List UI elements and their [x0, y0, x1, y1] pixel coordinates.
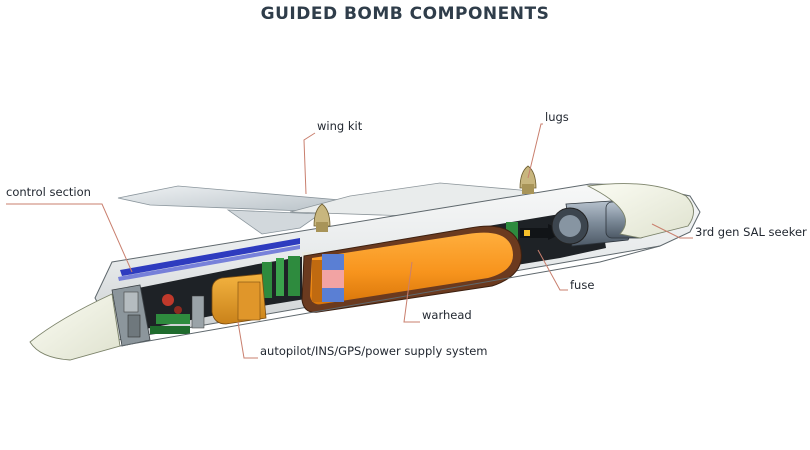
label-fuse: fuse	[570, 278, 594, 292]
tail-cone	[29, 293, 121, 361]
label-autopilot: autopilot/INS/GPS/power supply system	[260, 344, 488, 358]
control-section-assembly	[111, 284, 205, 347]
control-section-leader	[6, 203, 133, 273]
label-lugs: lugs	[545, 110, 569, 124]
body-edge-lower	[119, 245, 661, 347]
label-warhead: warhead	[422, 308, 472, 322]
wing-rail-strip	[120, 238, 300, 276]
label-control-section: control section	[6, 185, 91, 199]
autopilot-block-face	[237, 281, 261, 321]
wing-rail-strip-shade	[118, 245, 300, 281]
autopilot-leader	[237, 321, 258, 359]
wing-kit-leader	[303, 132, 316, 195]
fuse-leader	[537, 249, 568, 291]
lugs-leader	[527, 123, 543, 179]
seeker-leader	[651, 223, 693, 239]
diagram-title: GUIDED BOMB COMPONENTS	[260, 4, 550, 24]
lower-wing	[226, 209, 322, 235]
rear-lug	[313, 203, 331, 232]
label-seeker: 3rd gen SAL seeker	[695, 225, 807, 239]
warhead-leader	[403, 261, 420, 323]
nose-cone	[586, 183, 694, 239]
label-wing-kit: wing kit	[317, 119, 363, 133]
front-lug	[519, 165, 537, 194]
